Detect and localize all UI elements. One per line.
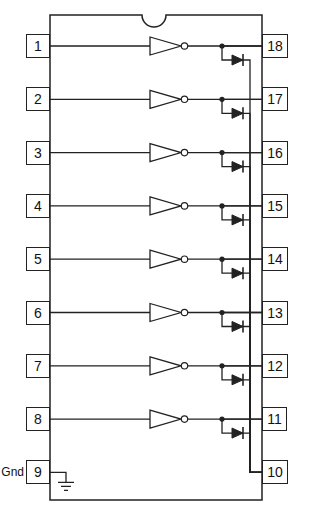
wire — [222, 366, 262, 473]
pin-name: Gnd — [1, 466, 24, 478]
pin-box: 7 — [26, 354, 50, 378]
pin-box: 5 — [26, 247, 50, 271]
ground-symbol — [58, 482, 74, 490]
inverter-bubble — [181, 203, 187, 209]
inverter-symbol — [150, 37, 181, 55]
pin-box: 15 — [262, 194, 288, 218]
inverter-symbol — [150, 197, 181, 215]
inverter-symbol — [150, 357, 181, 375]
pin-box: 14 — [262, 247, 288, 271]
pin-box: 13 — [262, 301, 288, 325]
wire — [222, 313, 262, 473]
junction-dot — [219, 97, 224, 102]
inverter-bubble — [181, 96, 187, 102]
diode-symbol — [232, 215, 243, 225]
pin-number: 15 — [264, 199, 286, 213]
inverter-bubble — [181, 363, 187, 369]
diode-bar — [242, 54, 244, 66]
pin-number: 5 — [31, 252, 45, 266]
pin-box: 1 — [26, 34, 50, 58]
diode-symbol — [232, 322, 243, 332]
pin-number: 8 — [31, 412, 45, 426]
wire — [222, 153, 262, 473]
pin-number: 18 — [264, 39, 286, 53]
diode-bar — [242, 427, 244, 439]
pin-box: 12 — [262, 354, 288, 378]
pin-number: 12 — [264, 359, 286, 373]
pin-box: 10 — [262, 460, 288, 484]
diode-bar — [242, 161, 244, 173]
pin-box: 8 — [26, 407, 50, 431]
junction-dot — [219, 43, 224, 48]
diode-symbol — [232, 108, 243, 118]
pin-number: 14 — [264, 252, 286, 266]
inverter-bubble — [181, 416, 187, 422]
inverter-bubble — [181, 43, 187, 49]
pin-box: 2 — [26, 87, 50, 111]
junction-dot — [219, 417, 224, 422]
inverter-bubble — [181, 256, 187, 262]
diode-symbol — [232, 55, 243, 65]
junction-dot — [219, 257, 224, 262]
inverter-symbol — [150, 90, 181, 108]
pin-box: 18 — [262, 34, 288, 58]
inverter-symbol — [150, 144, 181, 162]
diode-symbol — [232, 162, 243, 172]
junction-dot — [219, 310, 224, 315]
diode-bar — [242, 321, 244, 333]
pin-number: 11 — [264, 412, 285, 426]
pin-number: 9 — [31, 465, 45, 479]
wire — [222, 259, 262, 472]
pin-number: 2 — [31, 92, 45, 106]
pin-number: 7 — [31, 359, 45, 373]
inverter-bubble — [181, 309, 187, 315]
pin-box: 17 — [262, 87, 288, 111]
diode-symbol — [232, 428, 243, 438]
ground-wire — [50, 472, 66, 482]
pin-box: 16 — [262, 141, 288, 165]
pin-box: 9 — [26, 460, 50, 484]
junction-dot — [219, 203, 224, 208]
pin-number: 10 — [264, 465, 286, 479]
pin-number: 17 — [264, 92, 286, 106]
diode-symbol — [232, 268, 243, 278]
wire — [222, 206, 262, 473]
diode-bar — [242, 374, 244, 386]
pin-number: 1 — [31, 39, 45, 53]
wire — [222, 46, 262, 472]
diode-symbol — [232, 375, 243, 385]
pin-number: 6 — [31, 306, 45, 320]
pin-box: 4 — [26, 194, 50, 218]
wire — [222, 419, 262, 472]
pin-box: 6 — [26, 301, 50, 325]
pin-number: 3 — [31, 146, 45, 160]
inverter-symbol — [150, 410, 181, 428]
diode-bar — [242, 267, 244, 279]
diode-bar — [242, 107, 244, 119]
inverter-symbol — [150, 250, 181, 268]
junction-dot — [219, 363, 224, 368]
pin-box: 11 — [262, 407, 287, 431]
diode-bar — [242, 214, 244, 226]
pin-number: 13 — [264, 306, 286, 320]
inverter-symbol — [150, 304, 181, 322]
pin-number: 16 — [264, 146, 286, 160]
pin-number: 4 — [31, 199, 45, 213]
inverter-bubble — [181, 149, 187, 155]
pin-box: 3 — [26, 141, 50, 165]
ic-outline — [50, 15, 262, 500]
junction-dot — [219, 150, 224, 155]
wire — [222, 99, 262, 472]
